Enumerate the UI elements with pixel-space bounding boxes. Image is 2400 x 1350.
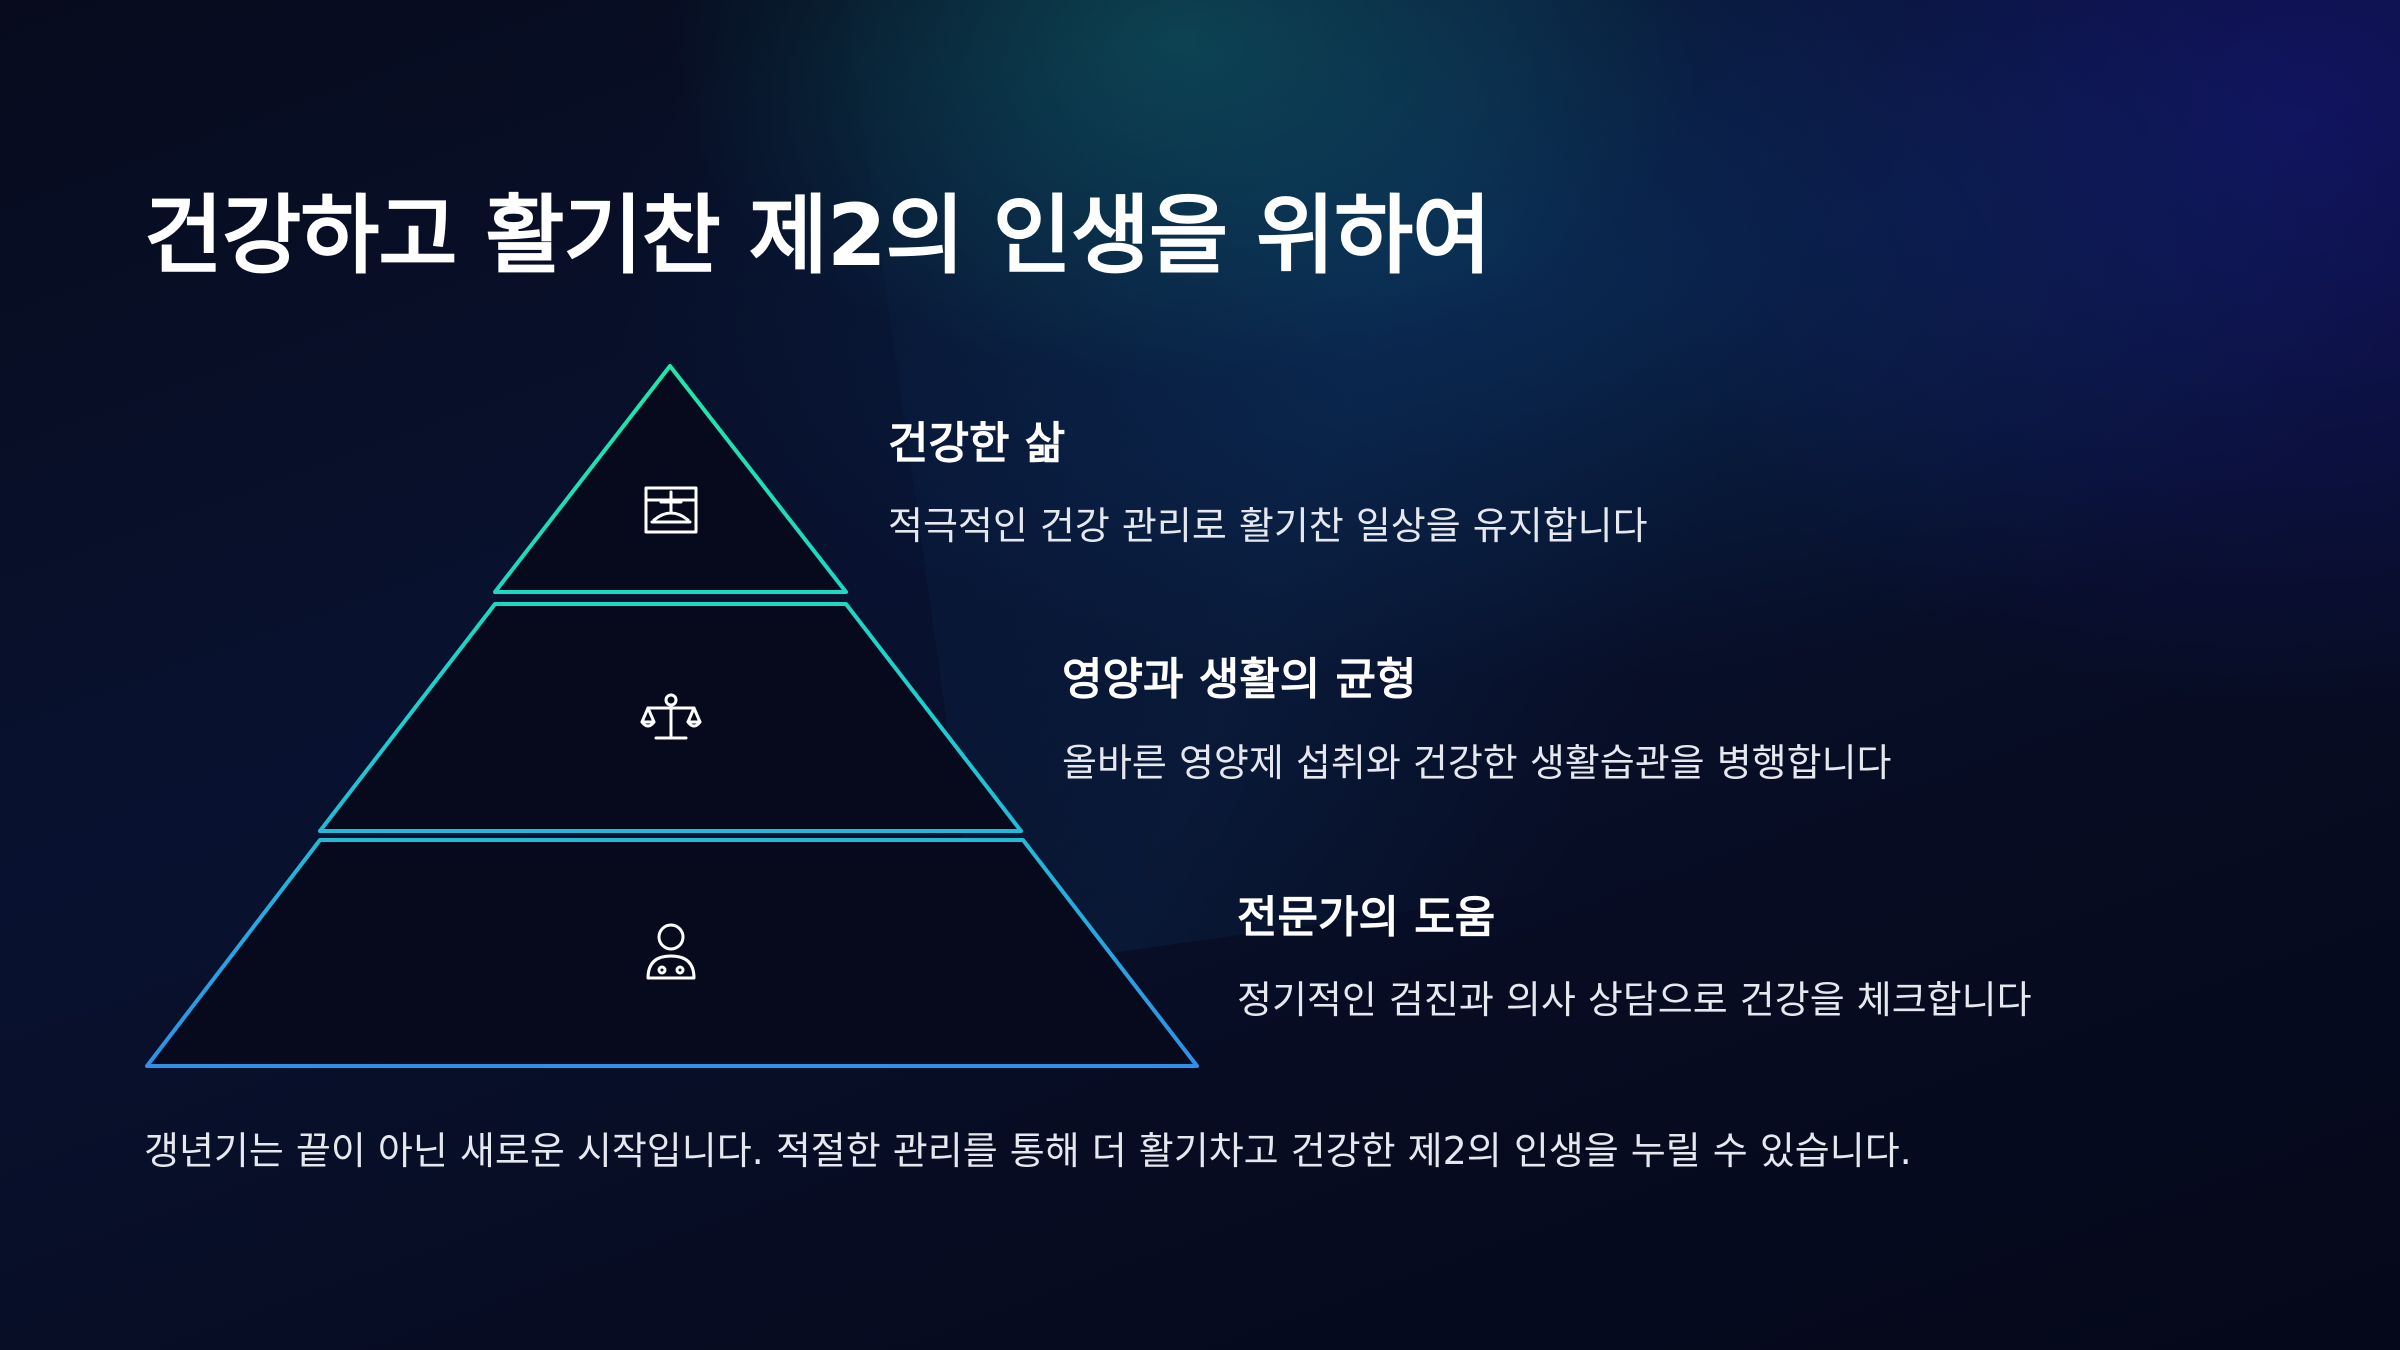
- level-2-title: 영양과 생활의 균형: [1062, 654, 1417, 705]
- level-3-description: 정기적인 검진과 의사 상담으로 건강을 체크합니다: [1237, 978, 2032, 1022]
- pyramid-bottom-segment: [145, 838, 1199, 1068]
- level-3-title: 전문가의 도움: [1237, 892, 1496, 943]
- level-2-description: 올바른 영양제 섭취와 건강한 생활습관을 병행합니다: [1062, 741, 1892, 785]
- pyramid-top-segment: [493, 364, 848, 594]
- doctor-icon: [646, 923, 696, 980]
- hospital-icon: [644, 486, 698, 534]
- footer-text: 갱년기는 끝이 아닌 새로운 시작입니다. 적절한 관리를 통해 더 활기차고 …: [144, 1129, 1912, 1173]
- balance-scale-icon: [640, 693, 702, 740]
- level-1-title: 건강한 삶: [888, 418, 1066, 469]
- level-1-description: 적극적인 건강 관리로 활기찬 일상을 유지합니다: [888, 504, 1648, 548]
- page-title: 건강하고 활기찬 제2의 인생을 위하여: [144, 186, 1491, 286]
